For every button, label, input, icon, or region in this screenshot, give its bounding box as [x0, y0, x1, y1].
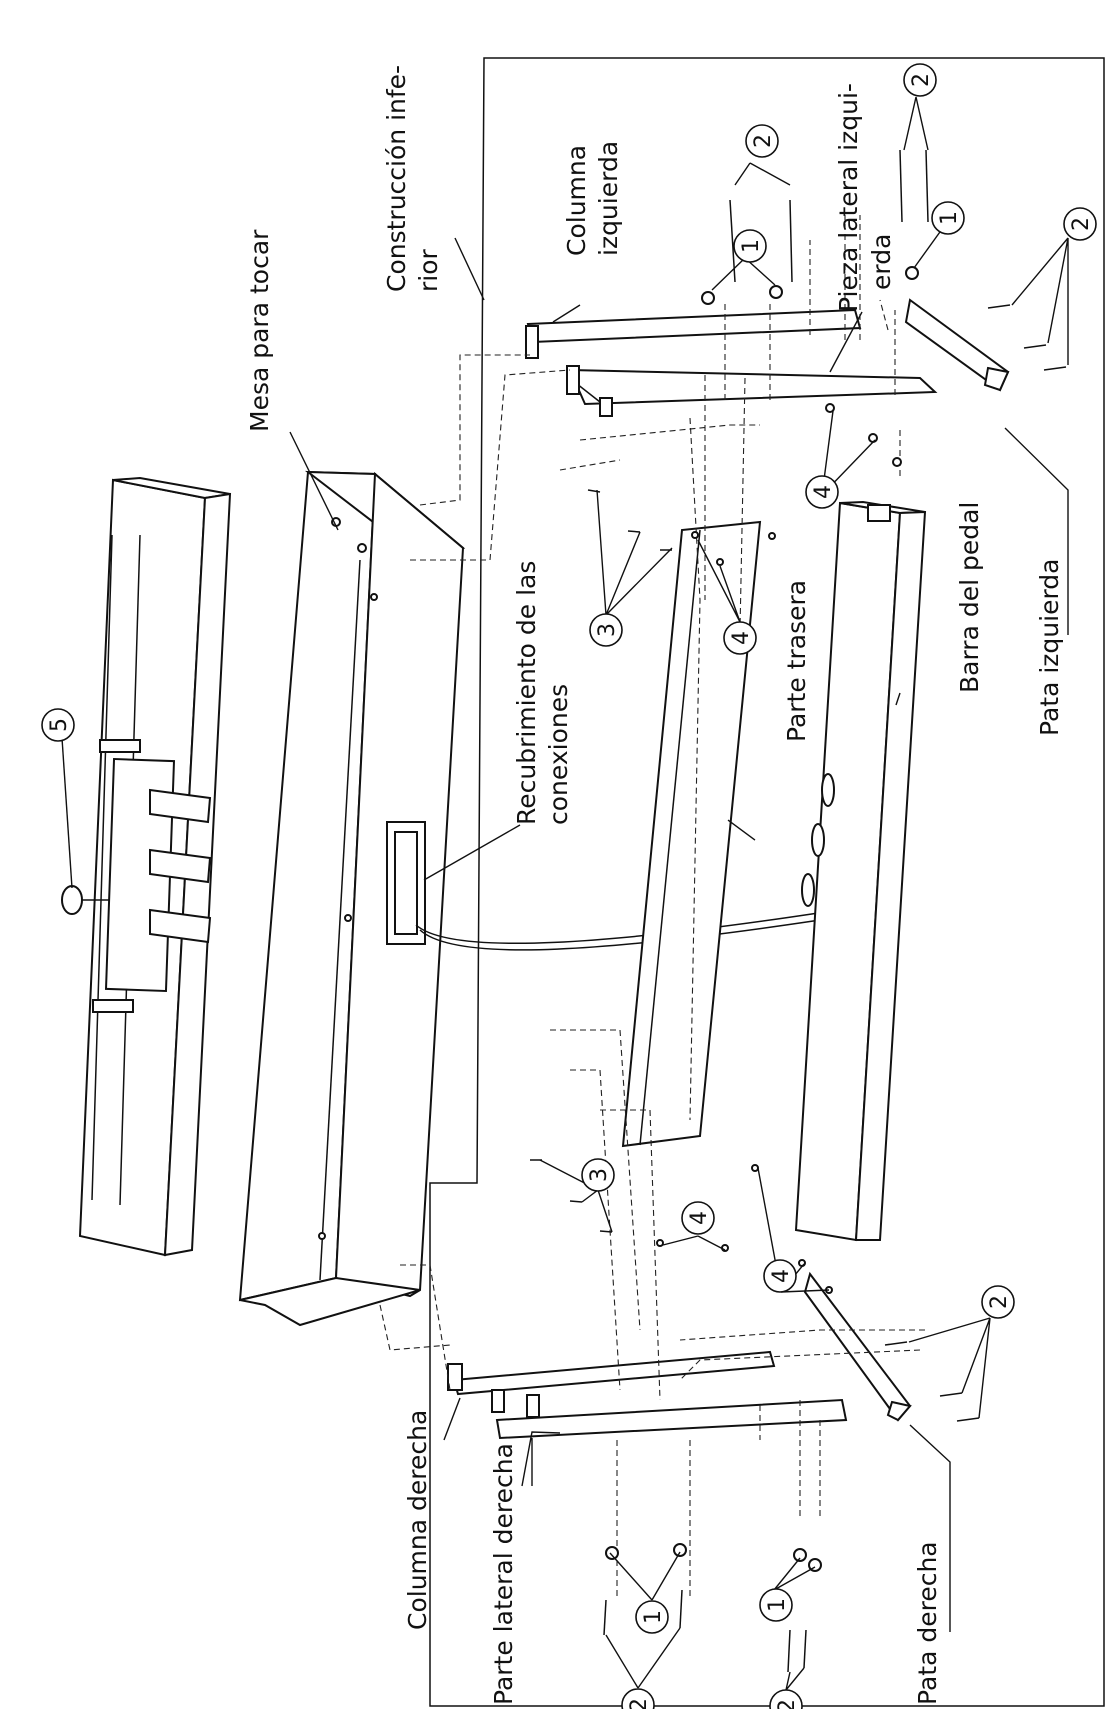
callout-2: 2 — [1069, 217, 1094, 231]
callout-4: 4 — [729, 631, 754, 645]
callout-4: 4 — [769, 1269, 794, 1283]
label-parte-lateral-derecha: Parte lateral derecha — [489, 1443, 518, 1705]
label-columna-izq-1: Columna — [562, 145, 591, 256]
label-barra-pedal: Barra del pedal — [955, 502, 984, 693]
knob-part-5 — [61, 737, 110, 915]
callout-circles — [41, 63, 1097, 1709]
label-recubrimiento-1: Recubrimiento de las — [512, 561, 541, 825]
pedal-bar — [794, 500, 927, 1242]
right-column — [447, 1350, 776, 1396]
label-pieza-1: Pieza lateral izqui- — [834, 83, 863, 312]
callout-2: 2 — [627, 1698, 652, 1709]
callout-1: 1 — [739, 239, 764, 253]
callout-4: 4 — [811, 485, 836, 499]
left-side-panel — [566, 365, 938, 417]
label-mesa: Mesa para tocar — [245, 229, 274, 432]
left-leg — [904, 298, 1010, 392]
label-pata-derecha: Pata derecha — [913, 1541, 942, 1705]
callout-1: 1 — [641, 1610, 666, 1624]
callout-3: 3 — [587, 1168, 612, 1182]
callout-5: 5 — [47, 718, 72, 732]
callout-1: 1 — [765, 1598, 790, 1612]
callout-2: 2 — [751, 134, 776, 148]
label-construccion-1: Construcción infe- — [382, 65, 411, 292]
fasteners — [530, 149, 1067, 1673]
right-side-panel — [491, 1389, 848, 1440]
part-labels: Mesa para tocar Construcción infe- rior … — [245, 65, 1064, 1705]
right-leg — [803, 1271, 912, 1422]
label-leaders — [289, 304, 1069, 1632]
label-pata-izquierda: Pata izquierda — [1035, 559, 1064, 736]
construction-leader — [454, 237, 485, 301]
label-pieza-2: erda — [867, 234, 896, 290]
callout-2: 2 — [987, 1295, 1012, 1309]
label-parte-trasera: Parte trasera — [782, 580, 811, 742]
callout-numbers: 2 1 2 1 2 4 3 4 5 3 4 4 2 1 1 2 2 — [47, 73, 1094, 1709]
callout-3: 3 — [595, 623, 620, 637]
lower-construction-frame — [429, 57, 1105, 1707]
back-panel — [621, 520, 762, 1148]
callout-1: 1 — [937, 211, 962, 225]
assembly-guides — [379, 215, 925, 1600]
callout-4: 4 — [687, 1211, 712, 1225]
label-columna-izq-2: izquierda — [594, 141, 623, 256]
callout-2: 2 — [775, 1699, 800, 1709]
callout-2: 2 — [909, 73, 934, 87]
label-recubrimiento-2: conexiones — [544, 684, 573, 825]
label-columna-derecha: Columna derecha — [403, 1410, 432, 1630]
playing-table — [238, 470, 466, 1327]
label-construccion-2: rior — [414, 248, 443, 292]
pedal-box — [78, 476, 232, 1257]
